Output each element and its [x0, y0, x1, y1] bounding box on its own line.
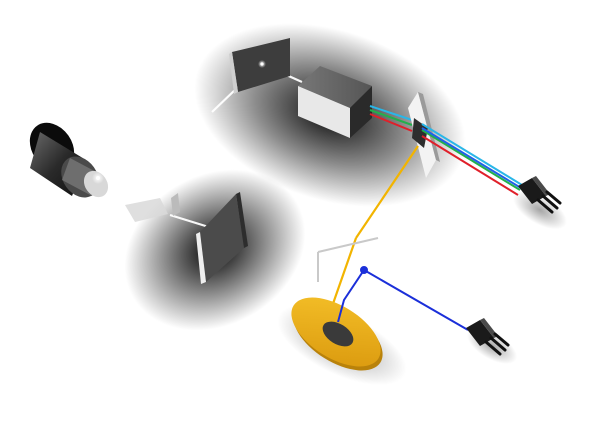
- fold-mirror-left: [196, 192, 248, 284]
- rgb-beams-out: [421, 123, 523, 196]
- beam-splitter-wire: [317, 237, 379, 282]
- rgb-beams: [369, 105, 413, 132]
- fiber-connector-right: [518, 176, 562, 214]
- fiber-connector-icon: [518, 176, 562, 214]
- mirror-top: [229, 38, 290, 94]
- flat-mirror-icon: [125, 193, 180, 222]
- lamp-cylinder-icon: [29, 122, 109, 198]
- annular-plate-icon: [291, 297, 383, 371]
- shadow-connector-right: [513, 190, 567, 230]
- fiber-connector-lower: [466, 318, 510, 356]
- cube-icon: [298, 66, 372, 138]
- fiber-connector-icon: [466, 318, 510, 356]
- blue-fiber: [337, 266, 469, 331]
